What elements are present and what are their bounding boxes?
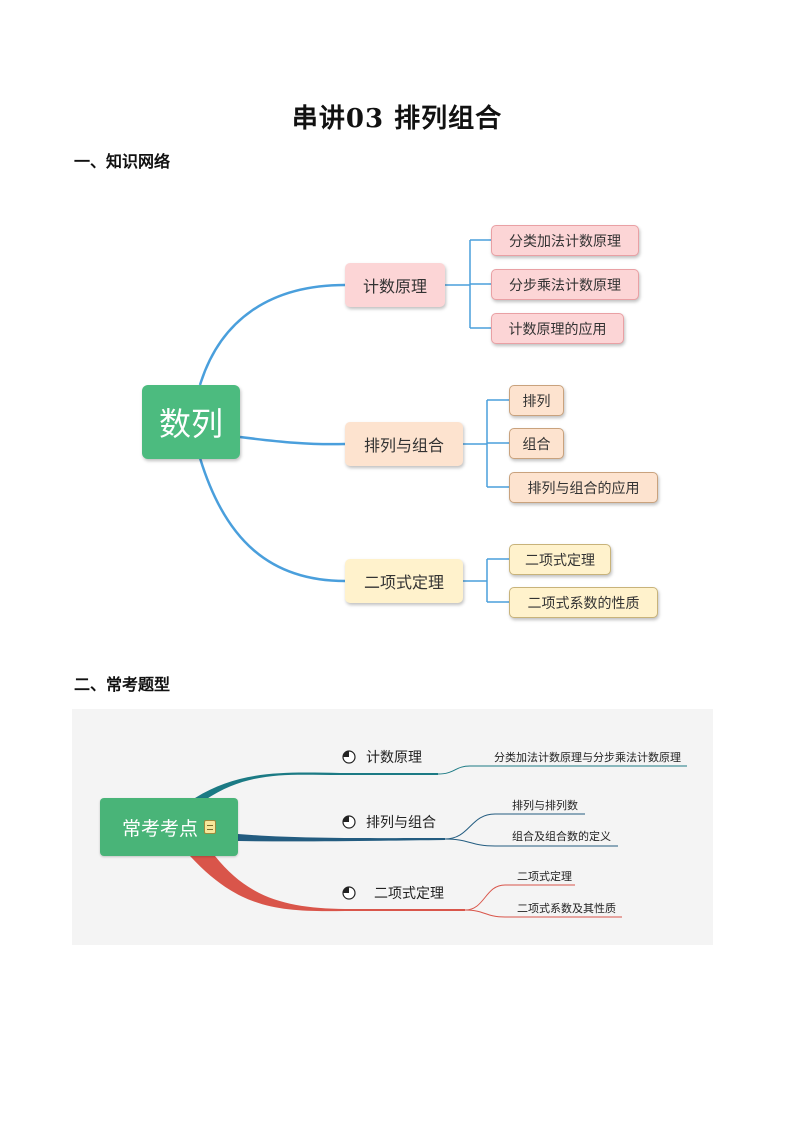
note-icon [204,820,216,834]
section-heading-common-question-types: 二、常考题型 [74,675,171,694]
pie-chart-icon [342,815,356,829]
knowledge-network-connectors [198,239,509,603]
leaf-addition-principle: 分类加法计数原理 [491,225,639,256]
topic-permutation-combination: 排列与组合 [342,812,436,832]
topic-counting-principle: 计数原理 [342,747,422,767]
section-heading-knowledge-network: 一、知识网络 [74,152,171,171]
topic-binomial-theorem: 二项式定理 [342,883,444,903]
sub-topic-combination-definition: 组合及组合数的定义 [512,830,611,843]
pie-chart-icon [342,750,356,764]
leaf-perm-comb-application: 排列与组合的应用 [509,472,658,503]
topic-label: 排列与组合 [366,815,436,831]
sub-topic-binomial-theorem: 二项式定理 [517,870,572,883]
leaf-multiplication-principle: 分步乘法计数原理 [491,269,639,300]
leaf-counting-application: 计数原理的应用 [491,313,624,344]
branch-counting-principle: 计数原理 [345,263,445,307]
branch-binomial-theorem: 二项式定理 [345,559,463,603]
sub-topic-counting-principles: 分类加法计数原理与分步乘法计数原理 [494,751,681,764]
sub-topic-permutation-number: 排列与排列数 [512,799,578,812]
page-title: 串讲03 排列组合 [291,104,503,134]
branch-permutation-combination: 排列与组合 [345,422,463,466]
mindmap-root: 数列 [142,385,240,459]
common-points-root-label: 常考考点 [121,817,198,840]
leaf-binomial-theorem: 二项式定理 [509,544,611,575]
topic-label: 计数原理 [366,750,422,766]
common-points-root: 常考考点 [100,798,238,856]
topic-label: 二项式定理 [374,886,444,902]
sub-topic-binomial-coefficients: 二项式系数及其性质 [517,902,616,915]
leaf-permutation: 排列 [509,385,564,416]
leaf-binomial-coefficient-properties: 二项式系数的性质 [509,587,658,618]
leaf-combination: 组合 [509,428,564,459]
pie-chart-icon [342,886,356,900]
